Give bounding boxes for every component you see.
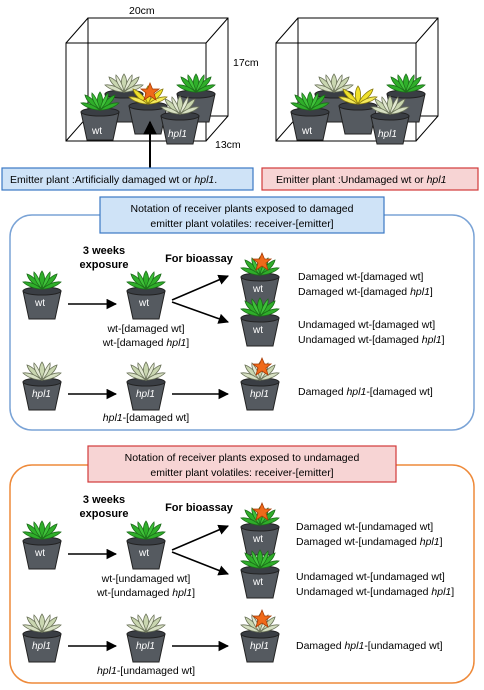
out-undamaged-1: Undamaged wt-[damaged wt] [298, 319, 435, 331]
receiver-mutant-start [22, 613, 62, 663]
arrow [171, 301, 229, 324]
out-damaged-1: Damaged wt-[undamaged wt] [296, 521, 433, 533]
pot-label-mutant-damaged-box: hpl1 [168, 129, 187, 140]
bioassay-damaged-mutant [240, 357, 280, 411]
out-damaged-1: Damaged wt-[damaged wt] [298, 271, 424, 283]
section-damaged-title-box [99, 196, 385, 234]
receiver-mutant-exposed [126, 361, 166, 411]
receiver-mutant-start [22, 361, 62, 411]
section-damaged-title-2: emitter plant volatiles: receiver-[emitt… [150, 218, 333, 230]
wt-mid-label-1: wt-[damaged wt] [106, 323, 184, 335]
section-undamaged-title-1: Notation of receiver plants exposed to u… [125, 452, 360, 464]
receiver-mutant-exposed [126, 613, 166, 663]
pot-label: hpl1 [250, 641, 269, 652]
bioassay-damaged-wt [240, 502, 280, 556]
pot-label: wt [252, 534, 263, 545]
section-undamaged-title-2: emitter plant volatiles: receiver-[emitt… [150, 467, 333, 479]
dimension-width: 20cm [129, 5, 155, 17]
pot-label-wt-undamaged-box: wt [301, 126, 312, 137]
exposure-label-2: exposure [80, 508, 129, 520]
pot-label-mutant-undamaged-box: hpl1 [378, 129, 397, 140]
pot-label-wt-damaged-box: wt [91, 126, 102, 137]
emitter-damaged-label: Emitter plant :Artificially damaged wt o… [10, 174, 217, 186]
out-undamaged-2: Undamaged wt-[damaged hpl1] [298, 334, 445, 346]
pot-label: wt [34, 298, 45, 309]
arrow [171, 274, 229, 301]
mutant-out-label: Damaged hpl1-[undamaged wt] [296, 640, 443, 652]
bioassay-damaged-wt [240, 252, 280, 306]
bioassay-label: For bioassay [165, 502, 234, 514]
receiver-wt-exposed [126, 270, 166, 320]
pot-label: wt [252, 325, 263, 336]
mutant-out-label: Damaged hpl1-[damaged wt] [298, 386, 433, 398]
emitter-undamaged-box [261, 167, 479, 191]
pot-label: wt [34, 548, 45, 559]
pot-label: wt [138, 548, 149, 559]
receiver-wt-exposed [126, 520, 166, 570]
exposure-label-1: 3 weeks [83, 245, 125, 257]
out-damaged-2: Damaged wt-[damaged hpl1] [298, 286, 433, 298]
out-undamaged-1: Undamaged wt-[undamaged wt] [296, 571, 445, 583]
exposure-label-2: exposure [80, 259, 129, 271]
arrow [171, 524, 229, 551]
emitter-damaged-box [1, 167, 254, 191]
pot-label: hpl1 [136, 389, 155, 400]
pot-label: wt [252, 284, 263, 295]
pot-label: wt [252, 577, 263, 588]
section-damaged-title-1: Notation of receiver plants exposed to d… [131, 203, 354, 215]
bioassay-undamaged-wt [240, 549, 280, 599]
wt-mid-label-2: wt-[undamaged hpl1] [96, 587, 195, 599]
exposure-label-1: 3 weeks [83, 494, 125, 506]
bioassay-undamaged-wt [240, 297, 280, 347]
pot-label: wt [138, 298, 149, 309]
mutant-mid-label: hpl1-[undamaged wt] [97, 665, 195, 677]
arrow [171, 551, 229, 576]
wt-mid-label-2: wt-[damaged hpl1] [102, 337, 189, 349]
mutant-mid-label: hpl1-[damaged wt] [103, 412, 189, 424]
wt-mid-label-1: wt-[undamaged wt] [101, 573, 191, 585]
emitter-undamaged-label: Emitter plant :Undamaged wt or hpl1 [276, 174, 446, 186]
receiver-wt-start [22, 270, 62, 320]
pot-label: hpl1 [250, 389, 269, 400]
dimension-depth: 13cm [215, 139, 241, 151]
section-undamaged-title-box [87, 445, 397, 483]
pot-label: hpl1 [136, 641, 155, 652]
pot-label: hpl1 [32, 641, 51, 652]
bioassay-damaged-mutant [240, 609, 280, 663]
out-undamaged-2: Undamaged wt-[undamaged hpl1] [296, 586, 454, 598]
out-damaged-2: Damaged wt-[undamaged hpl1] [296, 536, 443, 548]
bioassay-label: For bioassay [165, 253, 234, 265]
receiver-wt-start [22, 520, 62, 570]
pot-label: hpl1 [32, 389, 51, 400]
dimension-height: 17cm [233, 57, 259, 69]
